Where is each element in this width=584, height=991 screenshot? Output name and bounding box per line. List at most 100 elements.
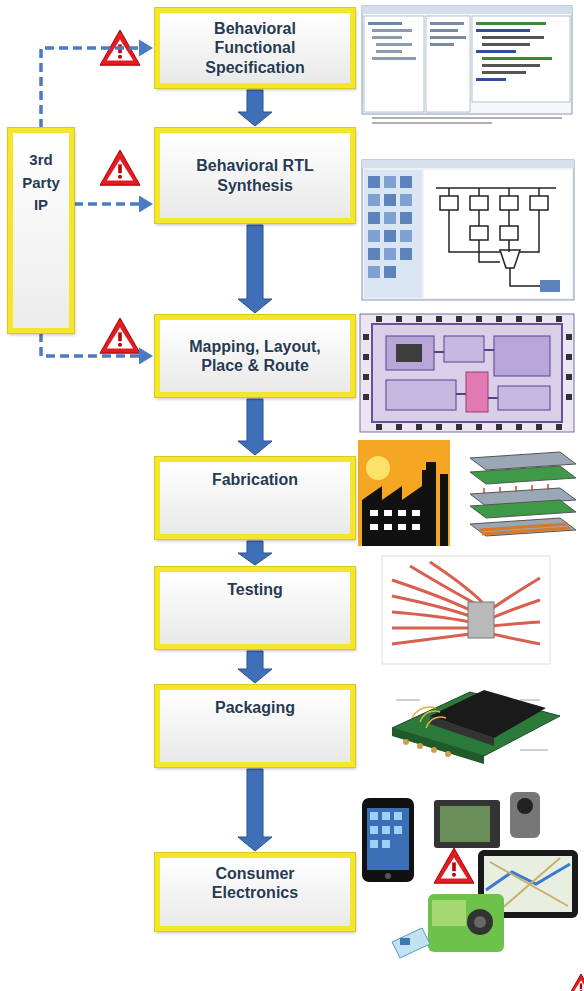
warning-triangle-outline <box>568 974 584 991</box>
editor-screenshot <box>362 6 572 124</box>
package-picture-part-part <box>412 707 436 718</box>
schematic-screenshot-part <box>384 266 396 278</box>
consumer-devices-part <box>362 798 414 882</box>
chip-layout-part-part <box>416 424 422 430</box>
test-fanout-picture-part-part <box>430 562 482 602</box>
wafer-layers-part <box>470 518 576 536</box>
flow-block-arrow <box>238 90 272 126</box>
test-fanout-picture-part <box>392 562 540 644</box>
consumer-devices <box>362 792 578 958</box>
schematic-screenshot-part <box>368 212 380 224</box>
flow-block-arrow <box>238 651 272 683</box>
schematic-screenshot-part <box>364 170 422 298</box>
package-picture-part-part <box>426 717 446 728</box>
editor-screenshot-part <box>372 117 562 119</box>
consumer-devices-part <box>370 812 402 848</box>
factory-picture-part <box>440 474 448 546</box>
schematic-screenshot-part <box>368 266 380 278</box>
chip-layout-part-part <box>516 316 522 322</box>
text-wrap: Testing <box>227 580 283 599</box>
chip-layout-part <box>434 350 498 398</box>
package-picture-part <box>430 716 494 746</box>
editor-screenshot-part <box>430 36 466 39</box>
flow-block-arrow <box>238 225 272 313</box>
flow-block-arrow <box>238 225 272 313</box>
chip-layout-part-part <box>363 334 369 340</box>
consumer-devices-part-part <box>394 812 402 820</box>
process-box: Packaging <box>155 685 355 767</box>
chip-layout-part-part <box>456 316 462 322</box>
editor-screenshot-part <box>368 22 402 25</box>
chip-layout-part-part <box>376 316 382 322</box>
schematic-screenshot-part <box>424 170 572 298</box>
consumer-devices-part <box>517 798 533 814</box>
consumer-devices-part-part <box>370 812 378 820</box>
warning-triangle-inner <box>441 858 467 879</box>
chip-layout-part-part <box>556 316 562 322</box>
consumer-devices-part <box>400 938 410 945</box>
wafer-layers-part <box>470 466 576 484</box>
text-wrap: Fabrication <box>212 470 298 489</box>
wafer-layers-part <box>484 484 548 494</box>
schematic-screenshot-part <box>384 212 396 224</box>
factory-picture-part-part <box>370 510 378 516</box>
wafer-layers-part <box>470 500 576 518</box>
schematic-screenshot-part <box>368 230 380 242</box>
test-fanout-picture-part-part <box>392 612 470 622</box>
box-label: Packaging <box>215 698 295 717</box>
factory-picture-part <box>366 456 390 480</box>
chip-layout-part <box>372 324 562 422</box>
chip-layout <box>360 314 574 432</box>
consumer-devices-part-part <box>382 812 390 820</box>
chip-layout-part-part <box>476 316 482 322</box>
warning-triangle-inner <box>107 328 133 349</box>
schematic-screenshot-part <box>400 248 412 260</box>
box-label: Fabrication <box>212 470 298 489</box>
process-box: Fabrication <box>155 457 355 539</box>
test-fanout-picture-part <box>382 556 550 664</box>
chip-layout-part <box>386 380 456 410</box>
ip-box: 3rd Party IP <box>8 128 74 333</box>
schematic-screenshot-part-part <box>500 196 518 210</box>
editor-screenshot-part <box>472 16 570 102</box>
test-fanout-picture-part-part <box>392 634 470 644</box>
flow-block-arrow <box>238 541 272 565</box>
schematic-screenshot-part <box>436 188 556 286</box>
test-fanout-picture-part-part <box>492 622 540 626</box>
consumer-devices-part-part <box>370 840 378 848</box>
editor-screenshot-part <box>482 64 540 67</box>
consumer-devices-part <box>474 916 486 928</box>
chip-layout-part-part <box>456 424 462 430</box>
chip-layout-part-part <box>556 424 562 430</box>
consumer-devices-part <box>432 900 466 926</box>
process-box: Behavioral RTL Synthesis <box>155 128 355 223</box>
warning-triangle <box>434 848 474 883</box>
schematic-screenshot-part <box>384 194 396 206</box>
process-box: Testing <box>155 567 355 649</box>
test-fanout-picture-part-part <box>392 627 470 630</box>
chip-layout-part <box>494 336 550 376</box>
box-label: Consumer Electronics <box>174 864 336 902</box>
chip-layout-part-part <box>496 316 502 322</box>
text-wrap: Behavioral RTL Synthesis <box>174 156 336 194</box>
flow-block-arrow <box>238 90 272 126</box>
warning-triangle <box>100 318 140 353</box>
package-picture-part <box>412 707 446 728</box>
editor-screenshot-part <box>372 122 492 124</box>
schematic-screenshot-part <box>384 176 396 188</box>
test-fanout-picture-part <box>468 602 494 638</box>
chip-layout-part-part <box>516 424 522 430</box>
editor-screenshot-part <box>362 6 572 14</box>
schematic-screenshot <box>362 160 574 300</box>
chip-layout-part-part <box>536 424 542 430</box>
chip-layout-part-part <box>363 394 369 400</box>
editor-screenshot-part <box>476 22 546 25</box>
warning-mark <box>580 983 582 989</box>
editor-screenshot-part <box>476 29 530 32</box>
warning-triangle-inner <box>107 160 133 181</box>
warning-triangle <box>568 974 584 991</box>
warning-triangle-inner <box>107 40 133 61</box>
chip-layout-part <box>498 386 550 410</box>
factory-picture-part-part <box>398 524 406 530</box>
